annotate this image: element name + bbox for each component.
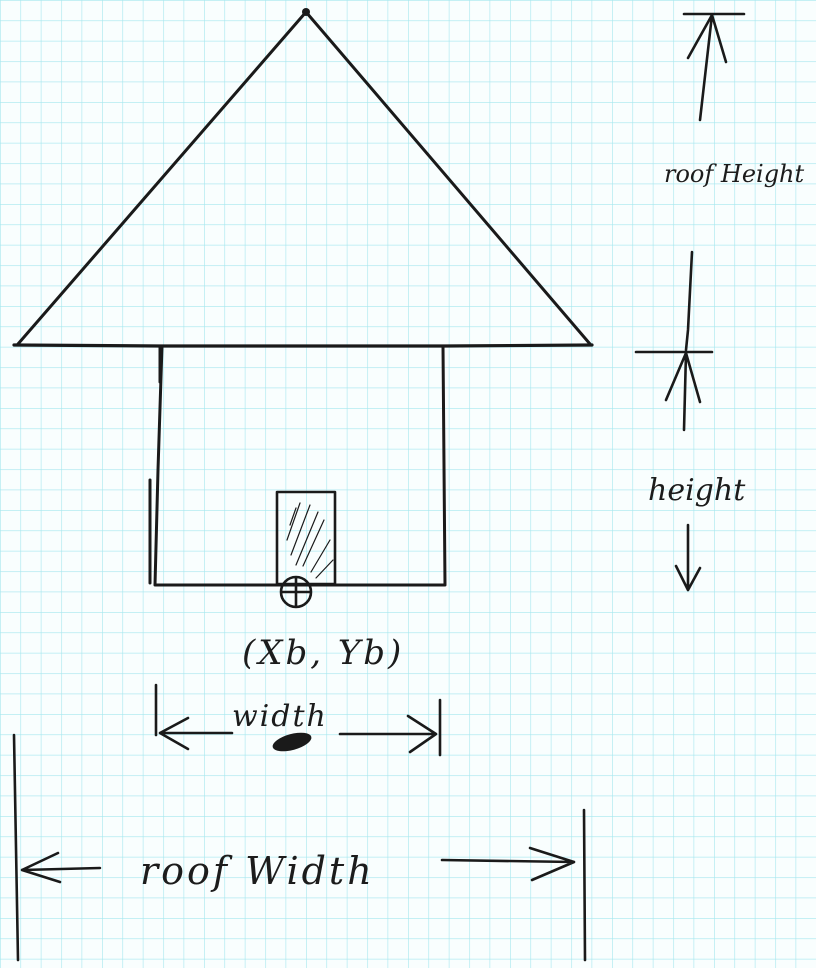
width-dimension [154, 683, 442, 757]
door [275, 490, 337, 586]
door-shading [286, 502, 334, 579]
house-body [153, 344, 447, 587]
width-label: width [232, 699, 328, 734]
roof-width-dimension [12, 733, 587, 962]
roof-width-label: roof Width [140, 849, 375, 893]
height-dimension [664, 351, 702, 592]
ink-smudge [272, 732, 312, 752]
base-point-label: (Xb, Yb) [242, 633, 404, 673]
height-label: height [648, 473, 746, 508]
roof-height-label: roof Height [664, 160, 805, 188]
eave-line [12, 343, 594, 348]
roof-height-dimension [634, 12, 746, 354]
roof-apex-dot [302, 8, 310, 16]
